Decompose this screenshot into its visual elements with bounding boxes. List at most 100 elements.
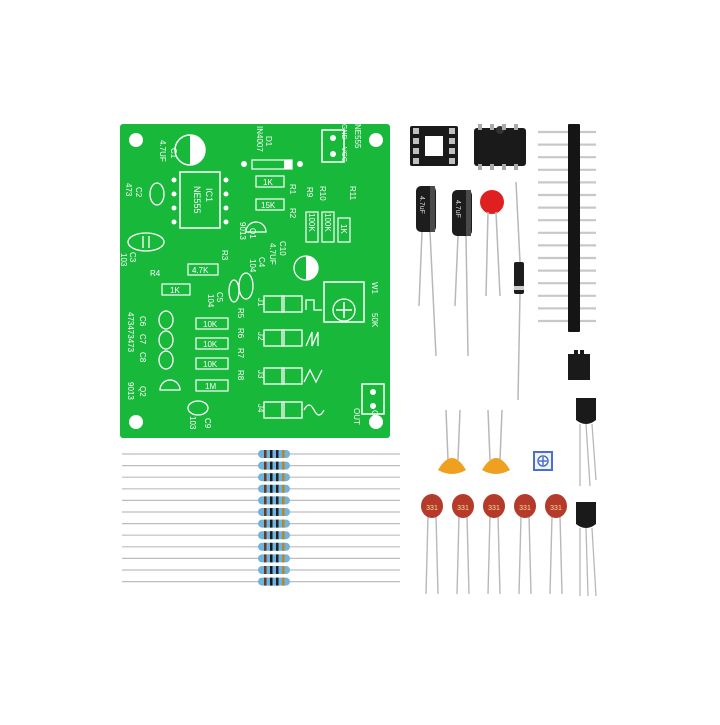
resistor-strip [122,450,400,586]
ceramic-label: 331 [519,505,531,512]
silk-ic1-outline [179,171,221,229]
silk-ic1-type: NE555 [192,186,202,214]
trimmer-potentiometer [533,451,553,471]
ceramic-capacitor-331: 331 [483,494,505,595]
resistor [122,554,400,563]
silk-c5: C5 [215,292,224,303]
silk-gnd2: GND [370,410,379,428]
silk-r5-val: 10K [203,320,218,329]
ceramic-capacitor-331: 331 [452,494,474,595]
pcb-board: NE555 GND VCC D1 IN4007 C1 4.7UF C2 473 … [119,124,390,438]
resistor [122,473,400,482]
resistor [122,450,400,458]
silk-c7: C7 [138,334,147,345]
silk-c4: C4 [257,257,266,268]
silk-c9: C9 [203,418,212,429]
silk-r9-val: 100K [307,213,316,232]
ceramic-capacitor-red [480,190,504,297]
pin-header [538,124,596,332]
silk-c2-val: 473 [124,183,133,197]
silk-c1: C1 [169,148,178,159]
ceramic-label: 331 [457,505,469,512]
silk-j4: J4 [256,404,265,413]
silk-r3: R3 [220,250,229,261]
silk-r8-val: 1M [205,382,216,391]
silk-q2-type: 9013 [126,382,135,400]
ic-socket [410,126,458,166]
silk-r10: R10 [318,186,327,201]
header-plastic [568,124,580,332]
ceramic-capacitor-orange [482,409,510,474]
resistor [122,484,400,493]
ceramic-label: 331 [426,505,438,512]
silk-r5: R5 [236,308,245,319]
diode-1n4007 [514,181,524,401]
silk-r11-val: 1K [339,224,348,234]
silk-r6: R6 [236,328,245,339]
ne555-chip [474,124,526,170]
silk-gnd: GND [340,124,347,140]
jumper-block: J1 J2 J3 J4 [256,295,325,419]
silk-w1: W1 [370,282,379,295]
silk-c10: C10 [278,241,287,256]
silk-ic1: IC1 [204,188,214,202]
silk-c2: C2 [134,187,143,198]
mounting-hole [369,415,383,429]
silk-c10-val: 4.7UF [268,243,277,265]
silk-r1: R1 [288,184,297,195]
resistor [122,508,400,516]
silk-c3: C3 [128,252,137,263]
silk-q1: Q1 [248,228,257,239]
mounting-hole [129,415,143,429]
electrolytic-capacitor: 4.7uF [416,186,437,357]
silk-w1-val: 50K [370,313,379,328]
electrolytic-label: 4.7uF [418,196,425,214]
silk-c6: C6 [138,316,147,327]
ceramic-capacitor-331: 331 [514,494,536,595]
silk-c1-val: 4.7UF [158,140,167,162]
ceramic-capacitor-331: 331 [421,494,443,595]
resistor [122,519,400,528]
silk-r8: R8 [236,370,245,381]
silk-c678-val: 473473473 [126,312,135,353]
silk-out: OUT [352,408,361,425]
power-header-outline [321,129,345,163]
silk-c3-val: 103 [119,253,128,267]
silk-r7-val: 10K [203,360,218,369]
resistor [122,531,400,540]
transistor-9013 [576,398,597,487]
resistor [122,496,400,505]
silk-r7: R7 [236,348,245,359]
silk-q1-type: 9013 [238,222,247,240]
silk-c9-val: 103 [188,416,197,430]
silk-r6-val: 10K [203,340,218,349]
silk-r4-val: 1K [170,286,180,295]
electrolytic-capacitor: 4.7uF [452,190,472,357]
resistor [122,461,400,470]
pcb-substrate [120,124,390,438]
ceramic-label: 331 [488,505,500,512]
resistor [122,577,400,586]
silk-c5-val: 104 [206,294,215,308]
silk-r1-val: 1K [263,178,273,187]
silk-r3-val: 4.7K [192,266,209,275]
transistor-9013 [576,502,597,597]
silk-vcc: VCC [340,147,347,162]
silk-in4007: IN4007 [255,126,264,152]
silk-w1-outline [323,281,365,323]
ceramic-capacitor-orange [438,409,466,474]
silk-d1: D1 [264,136,273,147]
silk-c8: C8 [138,352,147,363]
silk-r10-val: 100K [323,213,332,232]
silk-r4: R4 [150,269,161,278]
resistor [122,542,400,551]
silk-q2: Q2 [138,386,147,397]
mounting-hole [369,133,383,147]
mounting-hole [129,133,143,147]
silk-j3: J3 [256,370,265,379]
silk-r9: R9 [305,187,314,198]
silk-j1: J1 [256,298,265,307]
silk-r2: R2 [288,208,297,219]
